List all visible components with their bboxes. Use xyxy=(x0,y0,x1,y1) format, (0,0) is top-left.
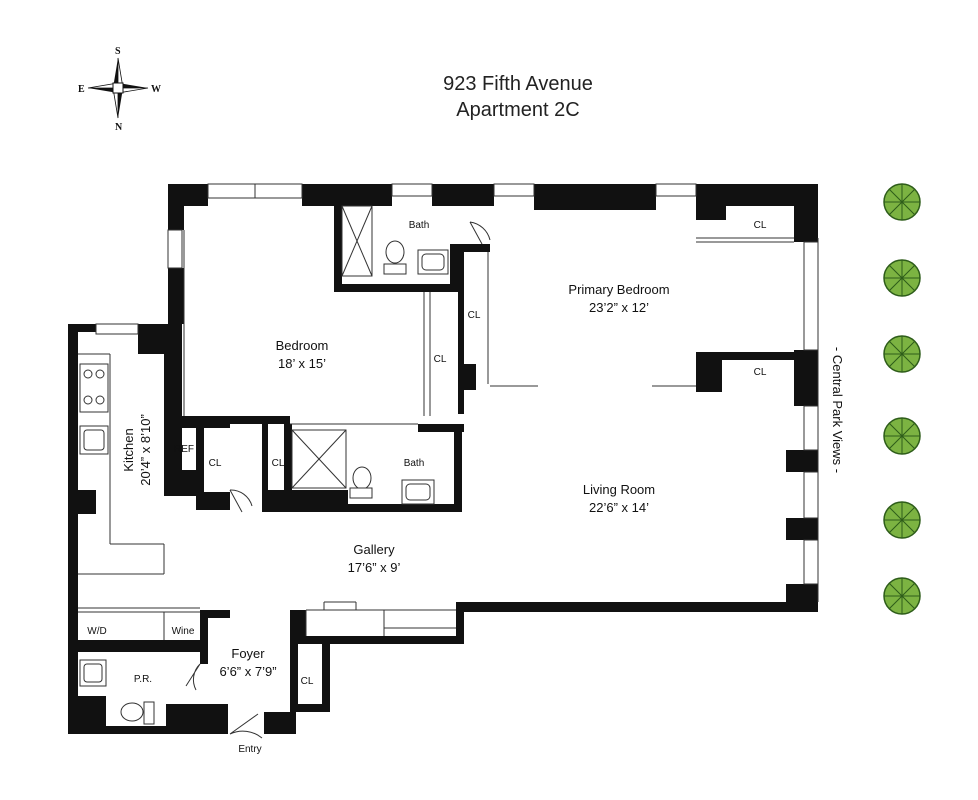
compass-north-label: N xyxy=(115,122,123,133)
closet-primary-left: CL xyxy=(468,310,481,321)
tree-icon xyxy=(883,335,921,373)
fixtures xyxy=(79,205,449,725)
compass-east-label: E xyxy=(78,84,85,95)
compass-west-label: W xyxy=(151,84,161,95)
compass-south-label: S xyxy=(115,46,121,57)
primary-bedroom-name: Primary Bedroom xyxy=(568,282,669,297)
closet-bath: CL xyxy=(272,458,285,469)
wine-label: Wine xyxy=(172,626,195,637)
address-title: 923 Fifth Avenue xyxy=(443,73,593,95)
tree-icon xyxy=(883,183,921,221)
tree-icon xyxy=(883,417,921,455)
gallery-size: 17’6” x 9’ xyxy=(348,560,401,575)
central-park-views-note: - Central Park Views - xyxy=(830,347,845,473)
closet-primary-top: CL xyxy=(754,220,767,231)
unit-title: Apartment 2C xyxy=(456,99,579,121)
walls xyxy=(68,184,818,734)
kitchen-size: 20’4” x 8’10” xyxy=(138,414,153,486)
washer-dryer-label: W/D xyxy=(87,626,106,637)
upper-bath-label: Bath xyxy=(409,220,430,231)
kitchen-name: Kitchen xyxy=(121,428,136,471)
foyer-size: 6’6” x 7’9” xyxy=(219,664,276,679)
tree-icon xyxy=(883,577,921,615)
bedroom-size: 18’ x 15’ xyxy=(278,356,326,371)
gallery-name: Gallery xyxy=(353,542,395,557)
tree-icon xyxy=(883,259,921,297)
trees xyxy=(883,183,921,615)
living-room-size: 22’6” x 14’ xyxy=(589,500,649,515)
powder-room-label: P.R. xyxy=(134,674,152,685)
lower-bath-label: Bath xyxy=(404,458,425,469)
compass-rose: S N E W xyxy=(78,46,161,133)
refrigerator-label: REF xyxy=(174,444,194,455)
tree-icon xyxy=(883,501,921,539)
closet-foyer: CL xyxy=(301,676,314,687)
closet-bedroom: CL xyxy=(434,354,447,365)
entry-label: Entry xyxy=(238,744,261,755)
living-room-name: Living Room xyxy=(583,482,655,497)
closet-primary-bottom: CL xyxy=(754,367,767,378)
foyer-name: Foyer xyxy=(231,646,265,661)
primary-bedroom-size: 23’2” x 12’ xyxy=(589,300,649,315)
windows xyxy=(95,183,819,585)
closet-kitchen: CL xyxy=(209,458,222,469)
bedroom-name: Bedroom xyxy=(276,338,329,353)
